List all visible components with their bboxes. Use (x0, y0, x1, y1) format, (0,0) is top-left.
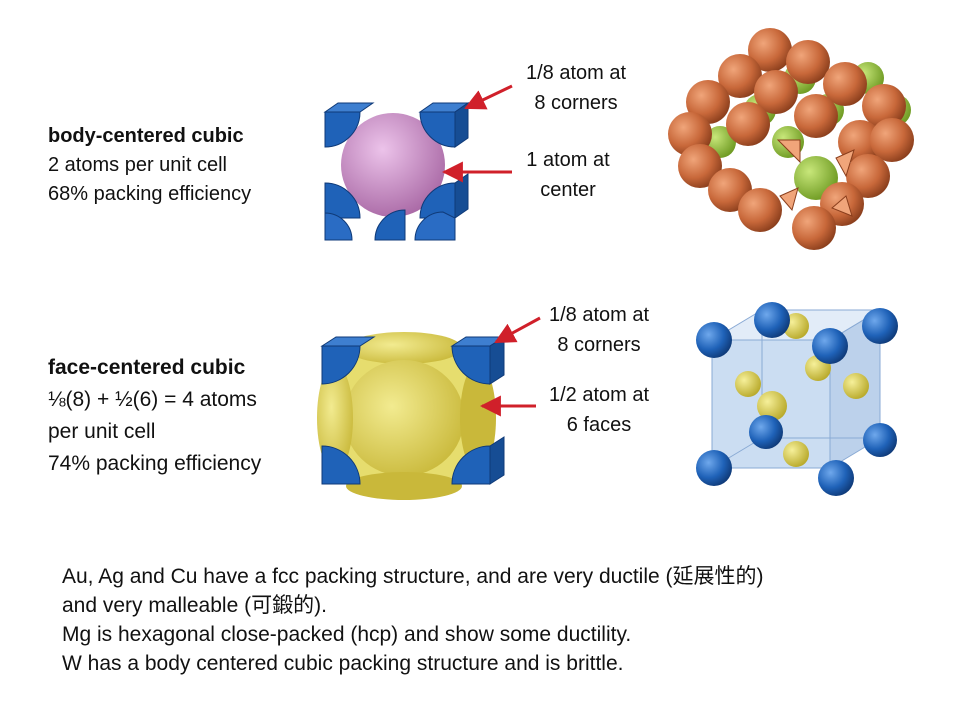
note-line-malleable: and very malleable (可鍛的). (62, 594, 327, 617)
bcc-cutaway-wedges (776, 139, 855, 217)
bcc-corner-atom (374, 209, 406, 241)
bcc-corner-atom (324, 182, 361, 219)
bcc-corners-label-line1: 1/8 atom at (525, 62, 627, 84)
fcc-packing-efficiency: 74% packing efficiency (48, 452, 262, 475)
fcc-face-atom (317, 364, 353, 472)
material-notes: Au, Ag and Cu have a fcc packing structu… (62, 562, 764, 678)
fcc-face-atom (460, 364, 496, 472)
label-arrows (441, 84, 541, 417)
bcc-atoms-per-cell: 2 atoms per unit cell (48, 154, 227, 176)
bcc-unit-cell (323, 102, 470, 241)
bcc-description: body-centered cubic 2 atoms per unit cel… (48, 122, 251, 209)
bcc-corner-atom (419, 111, 456, 148)
bcc-copper-atoms (668, 28, 914, 250)
fcc-corner-atom (321, 345, 361, 385)
note-line-w-bcc: W has a body centered cubic packing stru… (62, 652, 624, 675)
fcc-corner-atom (451, 345, 491, 385)
bcc-corner-atom (419, 182, 456, 219)
fcc-unit-cell (317, 332, 506, 500)
fcc-faces-label-line2: 6 faces (566, 414, 632, 436)
fcc-title: face-centered cubic (48, 356, 246, 379)
bcc-corner-atom (324, 111, 361, 148)
bcc-corners-arrow (464, 84, 513, 110)
bcc-center-atom (341, 113, 445, 217)
fcc-corner-atom (321, 445, 361, 485)
bcc-corner-atoms (323, 102, 470, 241)
fcc-face-atom (344, 360, 464, 476)
fcc-face-atom (346, 332, 462, 364)
fcc-corners-label-line1: 1/8 atom at (548, 304, 650, 326)
bcc-title: body-centered cubic (48, 125, 244, 147)
fcc-atoms-per-cell: per unit cell (48, 420, 156, 443)
bcc-center-label-line2: center (540, 179, 596, 201)
bcc-corners-label-line2: 8 corners (534, 92, 618, 114)
note-line-mg-hcp: Mg is hexagonal close-packed (hcp) and s… (62, 623, 632, 646)
fcc-description: face-centered cubic ⅛(8) + ½(6) = 4 atom… (48, 352, 261, 480)
fcc-faces-label: 1/2 atom at 6 faces (524, 380, 674, 440)
fcc-packing-model (696, 302, 898, 496)
fcc-corners-arrow (494, 316, 541, 344)
crystal-structure-figures (317, 28, 914, 500)
bcc-packing-model (668, 28, 914, 250)
note-line-fcc-metals: Au, Ag and Cu have a fcc packing structu… (62, 565, 764, 588)
bcc-center-label: 1 atom at center (493, 145, 643, 205)
bcc-center-label-line1: 1 atom at (526, 149, 610, 171)
fcc-atom-count-formula: ⅛(8) + ½(6) = 4 atoms (48, 388, 257, 411)
fcc-corner-atoms (320, 336, 506, 485)
bcc-packing-efficiency: 68% packing efficiency (48, 183, 252, 205)
fcc-corner-atom (451, 445, 491, 485)
fcc-faces-label-line1: 1/2 atom at (548, 384, 650, 406)
fcc-corner-atoms-3d (696, 302, 898, 496)
fcc-corners-label-line2: 8 corners (557, 334, 641, 356)
bcc-corners-label: 1/8 atom at 8 corners (501, 58, 651, 118)
fcc-face-atom (346, 472, 462, 500)
fcc-corners-label: 1/8 atom at 8 corners (524, 300, 674, 360)
